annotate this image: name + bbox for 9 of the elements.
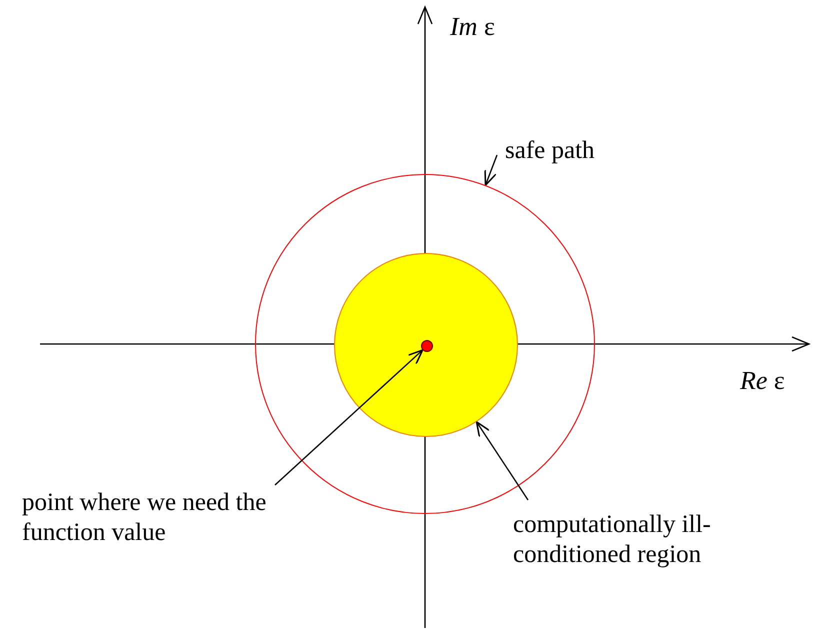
point-marker (421, 340, 433, 352)
callout-text: safe path (505, 136, 596, 166)
leader-line (484, 154, 498, 186)
callout-text: point where we need the function value (22, 488, 268, 548)
axis-label: Im ε (450, 12, 495, 42)
callout-text: computationally ill-conditioned region (513, 510, 712, 570)
axis-label: Re ε (740, 366, 785, 396)
leader-line (274, 349, 424, 486)
leader-line (476, 421, 529, 500)
